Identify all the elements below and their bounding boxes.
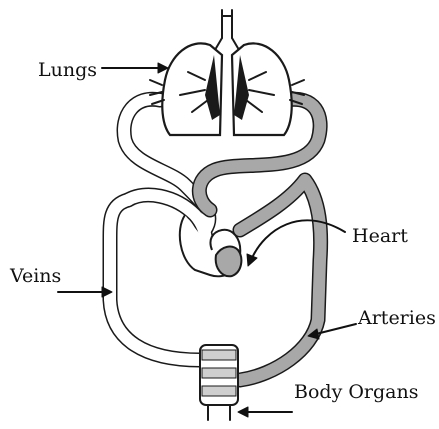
veins-callout: Veins bbox=[9, 265, 112, 297]
arteries-label: Arteries bbox=[357, 307, 436, 329]
body-organs-arrowhead bbox=[238, 407, 248, 417]
lungs-label: Lungs bbox=[38, 59, 97, 81]
heart-arrowhead bbox=[247, 254, 257, 266]
body-organs-label: Body Organs bbox=[294, 381, 418, 403]
lungs-shape bbox=[150, 10, 304, 135]
heart-arrow bbox=[252, 220, 345, 258]
arteries-callout: Arteries bbox=[308, 307, 436, 339]
heart-label: Heart bbox=[352, 225, 408, 247]
veins-label: Veins bbox=[9, 265, 61, 287]
lungs-callout: Lungs bbox=[38, 59, 168, 81]
body-organs-shape bbox=[200, 345, 238, 420]
body-organs-callout: Body Organs bbox=[238, 381, 418, 417]
white-vessels bbox=[110, 99, 220, 362]
